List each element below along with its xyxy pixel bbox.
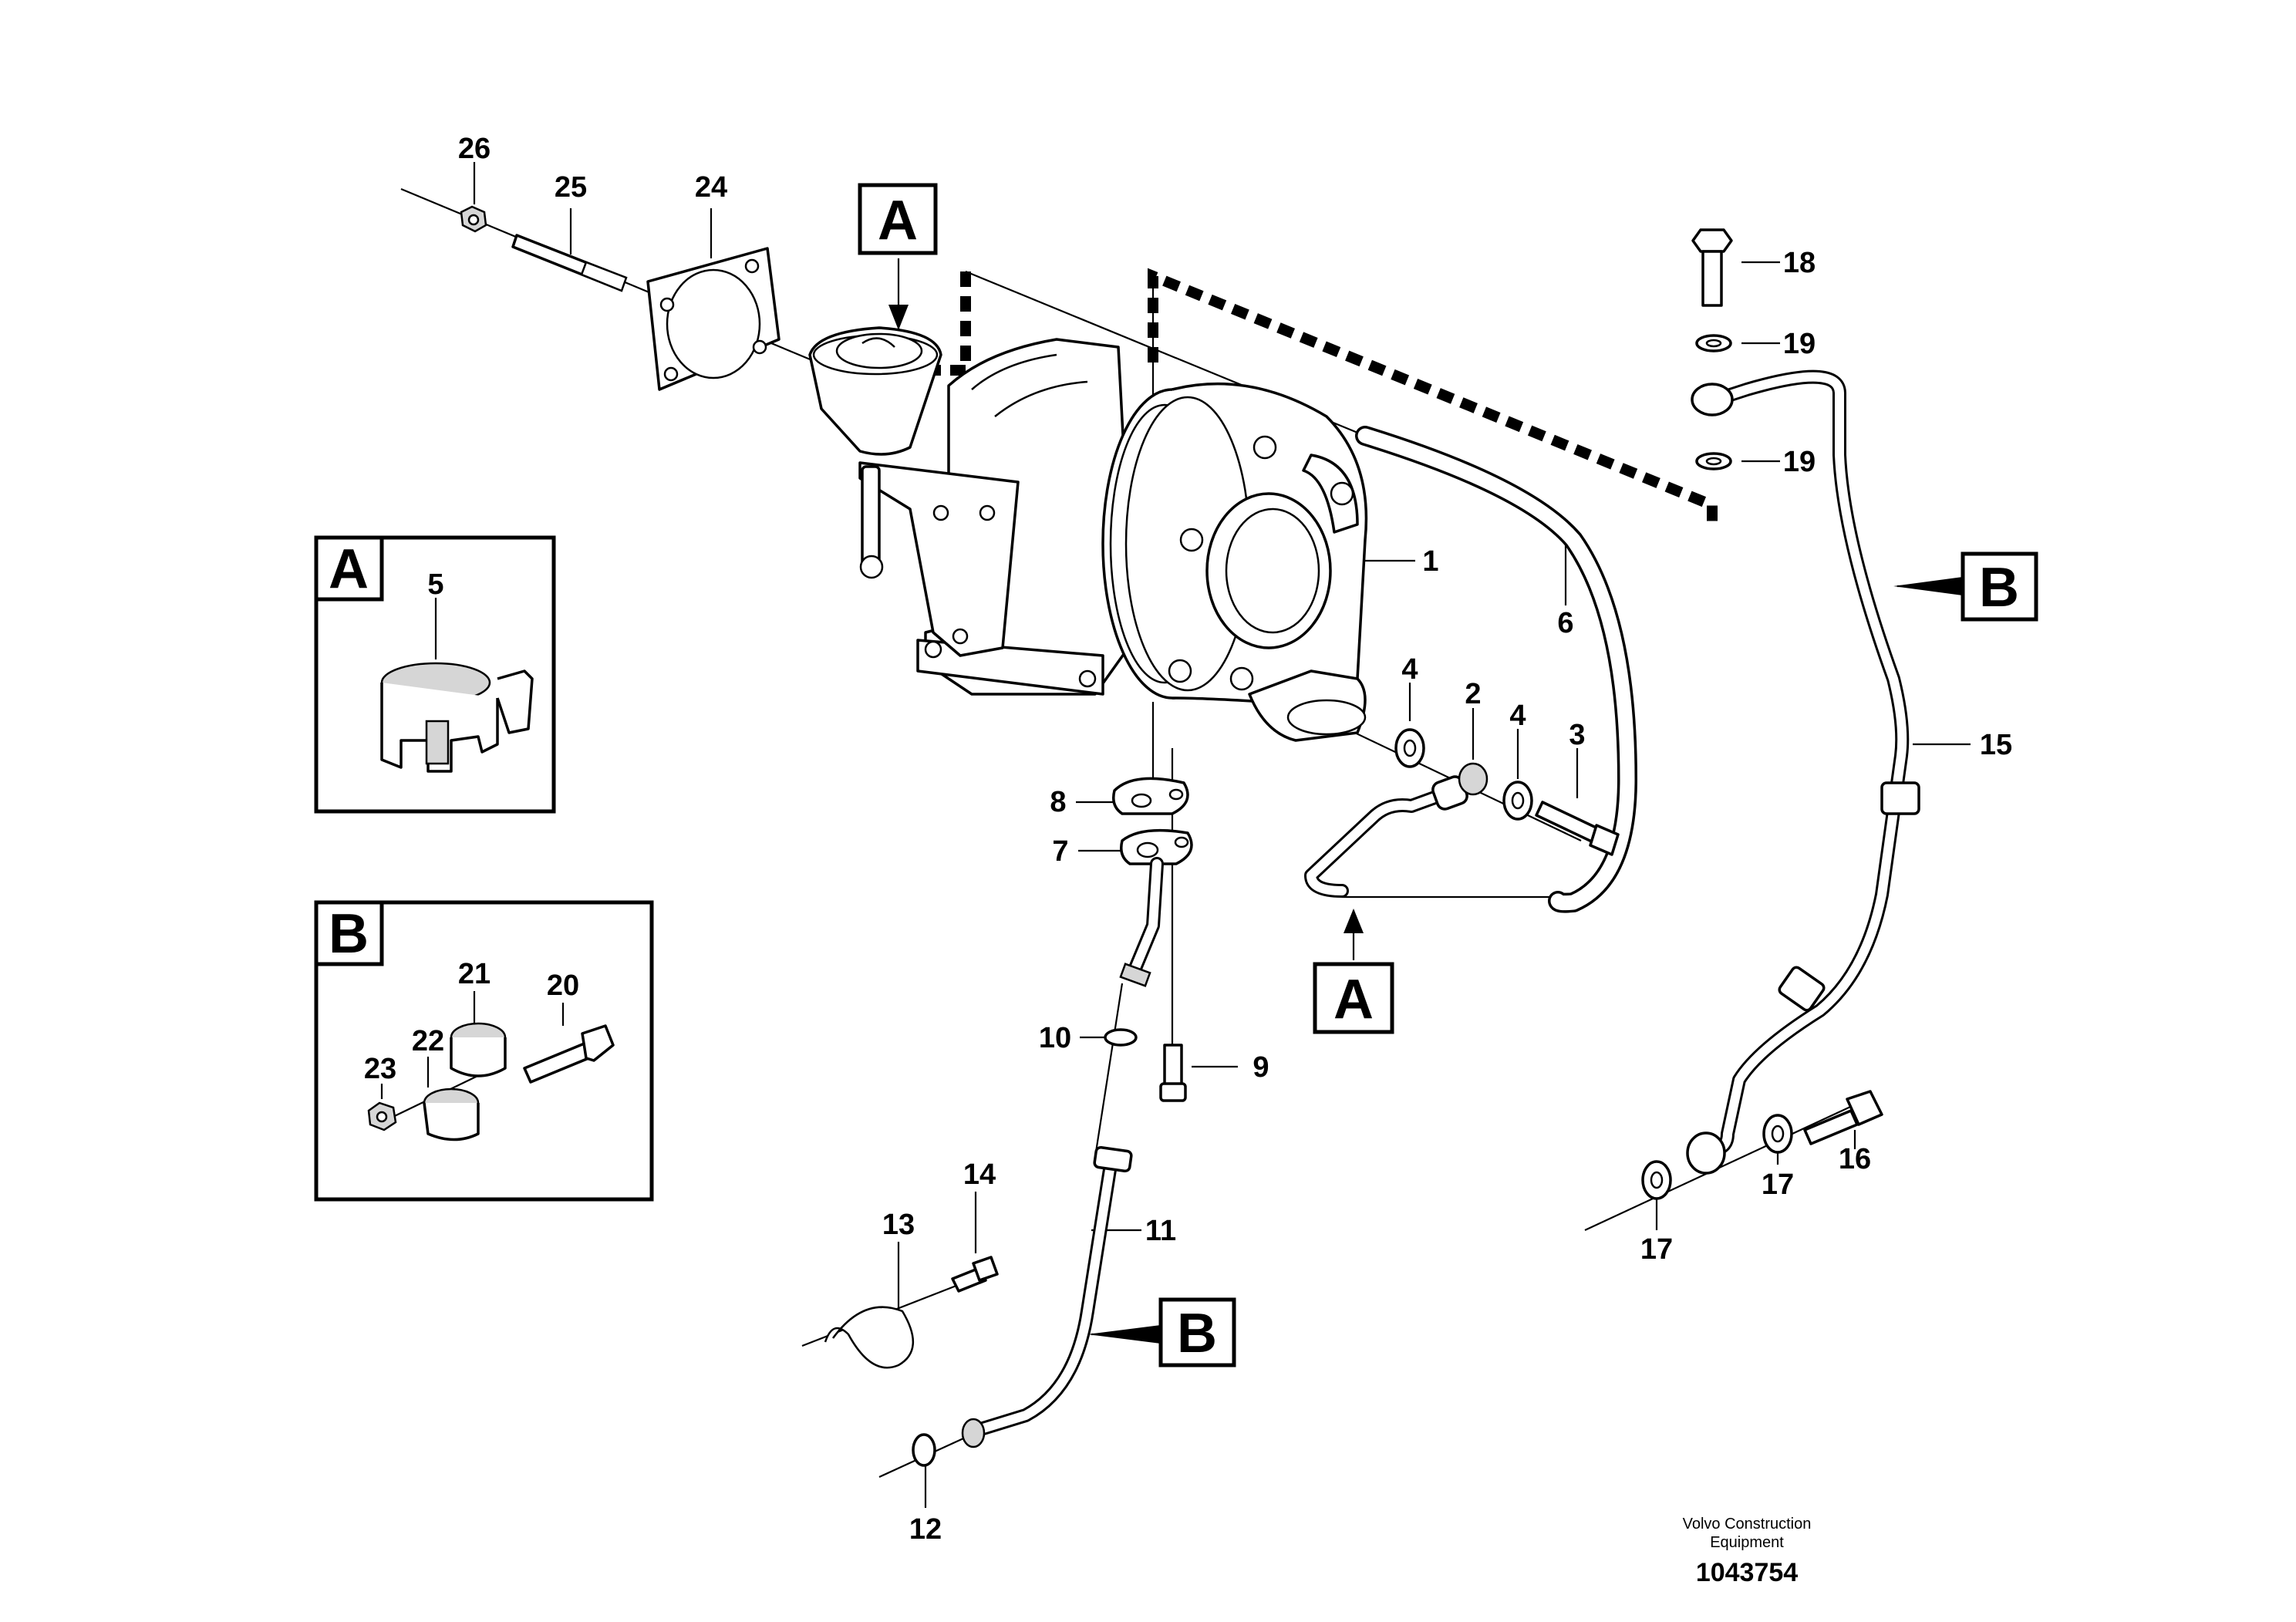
oil-return-pipe-11 <box>961 1145 1133 1448</box>
footer: Volvo Construction Equipment 1043754 <box>1683 1516 1812 1587</box>
bolt-9 <box>1159 1044 1187 1102</box>
washer-19-top <box>1695 334 1732 352</box>
gasket-8 <box>1112 777 1189 815</box>
callout-5: 5 <box>427 568 443 601</box>
callout-17-left: 17 <box>1640 1233 1673 1266</box>
detail-b-letter: B <box>329 903 369 965</box>
wastegate-actuator <box>808 326 942 456</box>
pipe-2 <box>1304 775 1468 898</box>
view-tag-b-bottom: B <box>1087 1297 1236 1367</box>
callout-25: 25 <box>555 171 587 204</box>
bolt-3 <box>1535 801 1620 856</box>
callout-23: 23 <box>364 1053 396 1085</box>
view-tag-b-right-letter: B <box>1979 557 2019 619</box>
view-tag-a-top-letter: A <box>878 190 918 251</box>
clamp-5 <box>380 662 534 773</box>
callout-8: 8 <box>1050 786 1066 818</box>
banjo-2 <box>1458 762 1489 796</box>
o-ring-12 <box>912 1433 936 1467</box>
view-tag-a-top: A <box>858 183 938 330</box>
detail-view-a: A <box>314 535 556 814</box>
banjo-bolt-16 <box>1803 1090 1883 1145</box>
callout-24: 24 <box>695 171 727 204</box>
view-tag-b-bottom-letter: B <box>1177 1303 1217 1364</box>
drain-tube-short <box>1119 857 1164 987</box>
drawing-number: 1043754 <box>1696 1558 1798 1587</box>
callout-12: 12 <box>909 1513 942 1546</box>
callout-4-right: 4 <box>1509 700 1526 732</box>
clamp-21 <box>450 1022 507 1077</box>
callout-19-bottom: 19 <box>1783 446 1816 478</box>
callout-10: 10 <box>1039 1022 1071 1054</box>
callout-16: 16 <box>1839 1143 1871 1175</box>
callout-11: 11 <box>1145 1215 1176 1247</box>
drain-flange-7 <box>1120 828 1193 865</box>
view-tag-a-bottom-letter: A <box>1333 969 1374 1030</box>
view-tag-a-bottom: A <box>1313 909 1394 1034</box>
wastegate-dashed-lines <box>929 268 1718 523</box>
gasket-24 <box>646 247 781 391</box>
stud-25 <box>511 234 628 292</box>
washer-17-right <box>1762 1114 1793 1154</box>
washer-17-left <box>1641 1160 1672 1200</box>
banjo-bolt-18 <box>1691 228 1733 307</box>
callout-21: 21 <box>458 958 491 990</box>
callout-9: 9 <box>1253 1051 1269 1084</box>
detail-a-letter: A <box>329 538 369 600</box>
callout-22: 22 <box>412 1025 444 1057</box>
callout-3: 3 <box>1569 719 1585 751</box>
manufacturer-line-2: Equipment <box>1710 1534 1784 1551</box>
callout-20: 20 <box>547 969 579 1002</box>
callouts: 26 25 24 1 6 4 2 4 3 5 8 7 9 10 11 12 13… <box>364 133 2012 1546</box>
callout-4-left: 4 <box>1401 653 1418 686</box>
callout-7: 7 <box>1052 835 1068 868</box>
callout-1: 1 <box>1422 545 1438 578</box>
washer-19-bottom <box>1695 452 1732 470</box>
callout-15: 15 <box>1980 729 2012 761</box>
callout-14: 14 <box>963 1158 996 1191</box>
nut-23 <box>367 1101 397 1131</box>
washer-4-left <box>1394 728 1425 768</box>
view-tag-b-right: B <box>1893 551 2038 622</box>
callout-18: 18 <box>1783 247 1816 279</box>
callout-2: 2 <box>1465 678 1481 710</box>
clamp-22 <box>423 1088 480 1141</box>
turbocharger-1 <box>858 338 1368 742</box>
bolt-20 <box>523 1024 615 1084</box>
oil-feed-pipe-15 <box>1686 369 1920 1175</box>
clip-13 <box>824 1306 914 1369</box>
callout-6: 6 <box>1557 607 1573 639</box>
o-ring-10 <box>1104 1028 1138 1047</box>
bolt-14 <box>951 1256 999 1293</box>
manufacturer-line-1: Volvo Construction <box>1683 1516 1812 1533</box>
detail-view-b: B <box>314 900 654 1202</box>
callout-17-right: 17 <box>1762 1168 1794 1201</box>
hose-6 <box>1355 426 1637 913</box>
washer-4-right <box>1502 781 1533 821</box>
callout-13: 13 <box>882 1209 915 1241</box>
callout-19-top: 19 <box>1783 328 1816 360</box>
callout-26: 26 <box>458 133 491 165</box>
nut-26 <box>460 205 487 233</box>
